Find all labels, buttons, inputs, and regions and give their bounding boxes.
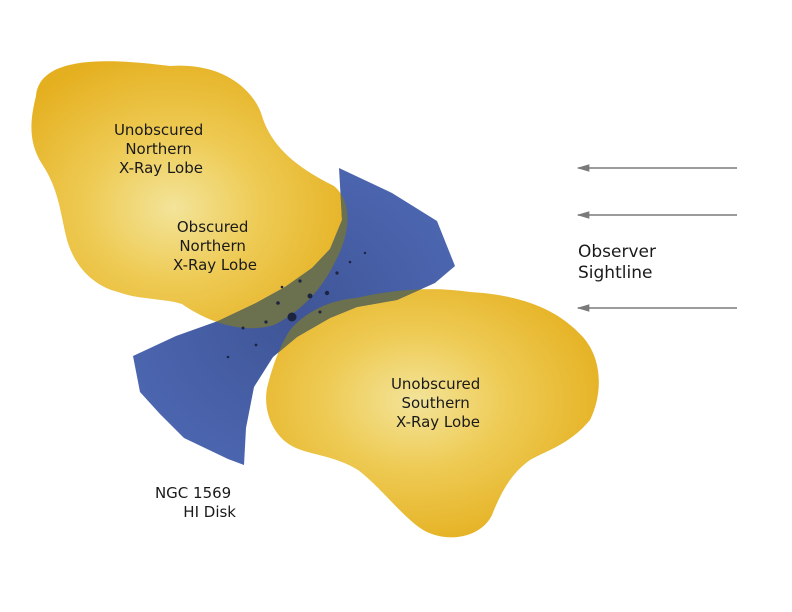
label-unobscured-southern: Unobscured Southern X-Ray Lobe [391, 375, 485, 431]
northern-xray-lobe [31, 61, 348, 329]
xray-point-sources [226, 251, 367, 359]
observer-arrows [576, 164, 737, 312]
label-hi-disk: NGC 1569 HI Disk [155, 484, 236, 521]
label-unobscured-northern: Unobscured Northern X-Ray Lobe [114, 121, 208, 177]
label-obscured-northern: Obscured Northern X-Ray Lobe [173, 218, 257, 274]
southern-xray-lobe [266, 289, 599, 538]
label-observer-sightline: Observer Sightline [578, 242, 661, 283]
